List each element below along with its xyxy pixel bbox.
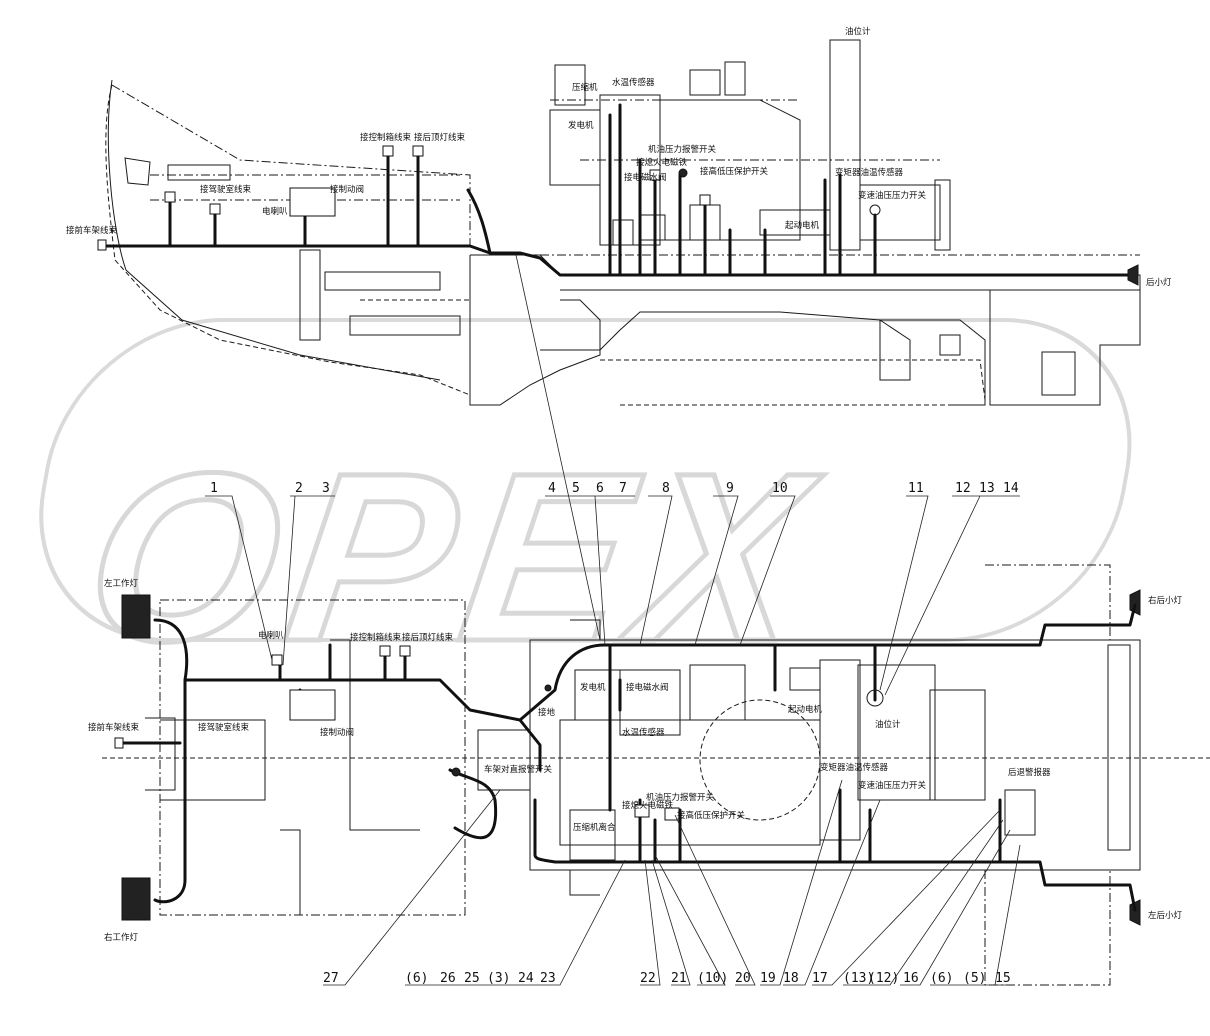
callout-22: 22 (640, 971, 656, 986)
top-water-temp-sensor-label: 水温传感器 (612, 77, 655, 88)
callout-14: 14 (1003, 481, 1019, 496)
callout-18: 18 (783, 971, 799, 986)
callout-19: 19 (760, 971, 776, 986)
bottom-oil-gauge-label: 油位计 (875, 719, 901, 730)
top-horn-label: 电喇叭 (262, 206, 288, 217)
bottom-ground-label: 接地 (538, 707, 556, 718)
top-oil-pressure-alarm-label: 机油压力报警开关 (648, 144, 717, 155)
callout-11: 11 (908, 481, 924, 496)
top-flameout-solenoid-label: 接熄火电磁铁 (636, 157, 688, 168)
callout-p3: (3) (487, 971, 510, 986)
callout-6: 6 (596, 481, 604, 496)
top-electromagnetic-valve-label: 接电磁水阀 (624, 172, 667, 183)
callout-12: 12 (955, 481, 971, 496)
callout-20: 20 (735, 971, 751, 986)
bottom-flameout-solenoid-label: 接熄火电磁铁 (622, 800, 674, 811)
callout-13: 13 (979, 481, 995, 496)
callout-16: 16 (903, 971, 919, 986)
bottom-hi-low-pressure-label: 接高低压保护开关 (677, 810, 746, 821)
watermark: OPEX (73, 424, 834, 692)
bottom-electromagnetic-valve-label: 接电磁水阀 (626, 682, 669, 693)
callout-p12: (12) (868, 971, 899, 986)
bottom-view: 左工作灯 右工作灯 电喇叭 接控制箱线束 接后顶灯线束 接前车架线束 接驾驶室线… (88, 564, 1210, 986)
callout-5: 5 (572, 481, 580, 496)
callout-23: 23 (540, 971, 556, 986)
callout-24: 24 (518, 971, 534, 986)
bottom-roof-lamp-harness-label: 接后顶灯线束 (402, 632, 454, 643)
callout-26: 26 (440, 971, 456, 986)
bottom-right-work-lamp-label: 右工作灯 (104, 932, 139, 943)
callouts-top: 1 2 3 4 5 6 7 8 9 10 11 12 13 14 (210, 481, 1019, 496)
callout-1: 1 (210, 481, 218, 496)
bottom-reverse-buzzer-label: 后退警报器 (1008, 767, 1051, 778)
bottom-frame-alarm-switch-label: 车架对直报警开关 (484, 764, 553, 775)
callouts-bottom: 27 (6) 26 25 (3) 24 23 22 21 (10) 20 19 … (323, 971, 1011, 986)
top-roof-lamp-harness-label: 接后顶灯线束 (414, 132, 466, 143)
bottom-horn-label: 电喇叭 (258, 630, 284, 641)
callout-27: 27 (323, 971, 339, 986)
top-control-valve-label: 接制动阀 (330, 184, 364, 195)
top-trans-oil-pressure-label: 变速油压压力开关 (858, 190, 927, 201)
top-generator-label: 发电机 (568, 120, 594, 131)
bottom-generator-label: 发电机 (580, 682, 606, 693)
callout-p10: (10) (697, 971, 728, 986)
bottom-left-rear-lamp-label: 左后小灯 (1148, 910, 1183, 921)
bottom-torque-oil-temp-label: 变矩器油温传感器 (820, 762, 889, 773)
bottom-trans-oil-pressure-label: 变速油压压力开关 (858, 780, 927, 791)
callout-8: 8 (662, 481, 670, 496)
top-oil-gauge-label: 油位计 (845, 26, 871, 37)
callout-10: 10 (772, 481, 788, 496)
callout-17: 17 (812, 971, 828, 986)
bottom-water-temp-sensor-label: 水温传感器 (622, 727, 665, 738)
bottom-compressor-clutch-label: 压缩机离合 (573, 822, 616, 833)
bottom-cab-harness-label: 接驾驶室线束 (198, 722, 250, 733)
callout-2: 2 (295, 481, 303, 496)
top-front-frame-harness-label: 接前车架线束 (66, 225, 118, 236)
callout-p6-a: (6) (405, 971, 428, 986)
callout-25: 25 (464, 971, 480, 986)
callout-p5: (5) (963, 971, 986, 986)
top-view: 油位计 水温传感器 压缩机 发电机 机油压力报警开关 接熄火电磁铁 接电磁水阀 … (66, 26, 1172, 406)
top-starter-motor-label: 起动电机 (785, 220, 820, 231)
top-torque-oil-temp-label: 变矩器油温传感器 (835, 167, 904, 178)
callout-p13: (13) (843, 971, 874, 986)
top-hi-low-pressure-label: 接高低压保护开关 (700, 166, 769, 177)
bottom-oil-pressure-alarm-label: 机油压力报警开关 (646, 792, 715, 803)
callout-7: 7 (619, 481, 627, 496)
top-cab-harness-label: 接驾驶室线束 (200, 184, 252, 195)
callout-p6-b: (6) (930, 971, 953, 986)
bottom-starter-motor-label: 起动电机 (788, 704, 823, 715)
callout-leaders (205, 254, 1021, 986)
callout-4: 4 (548, 481, 556, 496)
callout-15: 15 (995, 971, 1011, 986)
bottom-right-rear-lamp-label: 右后小灯 (1148, 595, 1183, 606)
bottom-left-work-lamp-label: 左工作灯 (104, 578, 139, 589)
top-control-box-harness-label: 接控制箱线束 (360, 132, 412, 143)
bottom-front-frame-harness-label: 接前车架线束 (88, 722, 140, 733)
callout-21: 21 (671, 971, 687, 986)
top-rear-lamp-label: 后小灯 (1146, 277, 1172, 288)
bottom-control-box-harness-label: 接控制箱线束 (350, 632, 402, 643)
bottom-control-valve-label: 接制动阀 (320, 727, 354, 738)
callout-3: 3 (322, 481, 330, 496)
top-compressor-label: 压缩机 (572, 82, 598, 93)
callout-9: 9 (726, 481, 734, 496)
